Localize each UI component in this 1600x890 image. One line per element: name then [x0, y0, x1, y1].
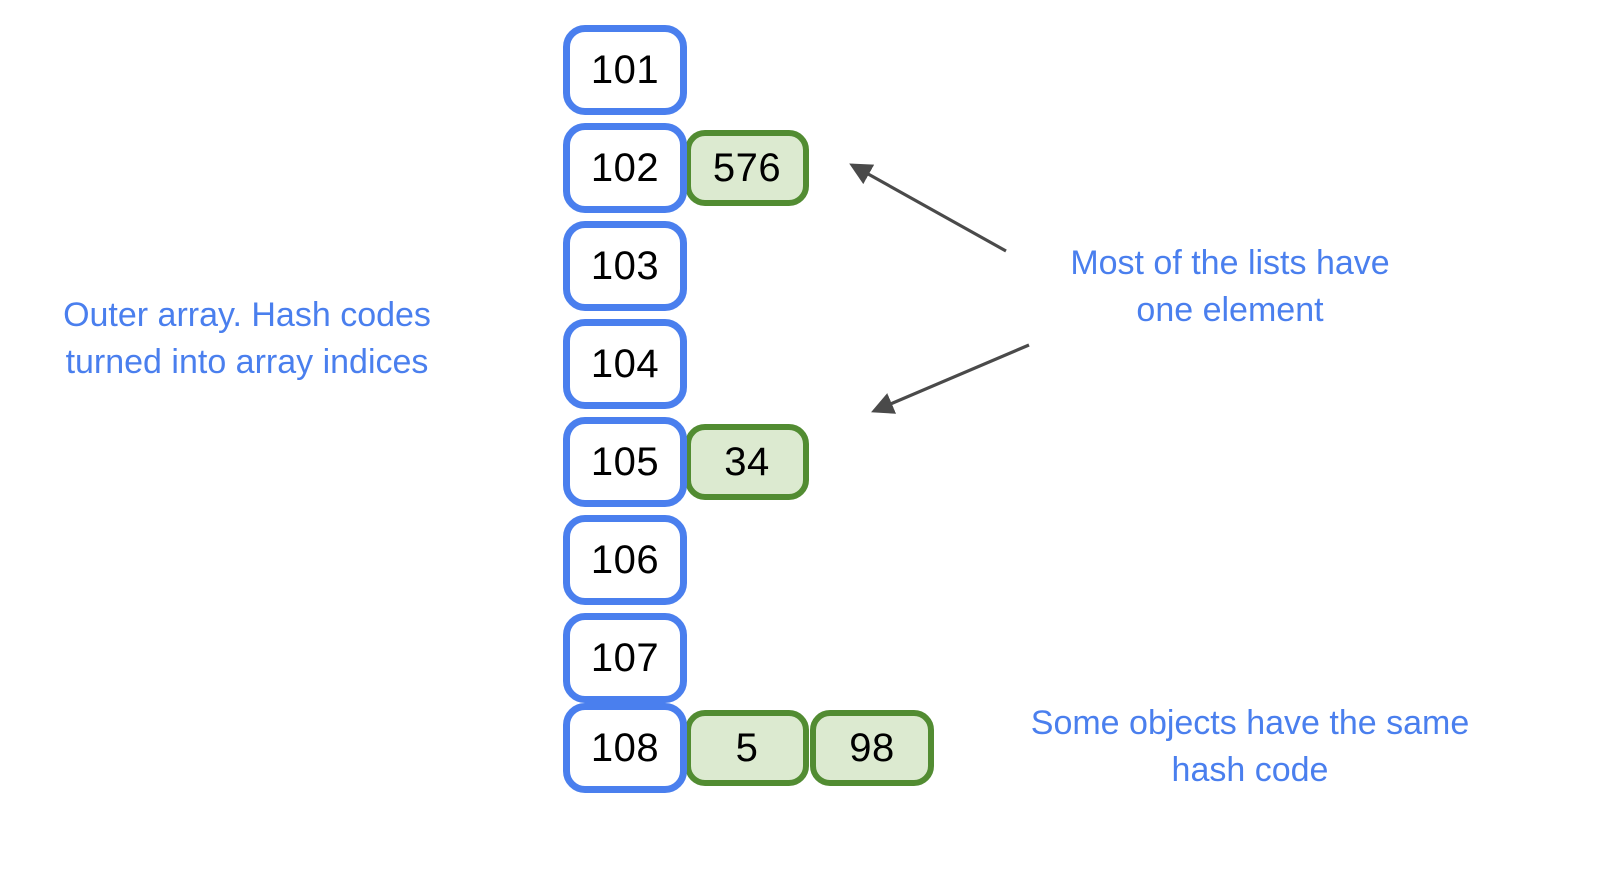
arrow-to-bucket-105-icon [871, 343, 1030, 414]
bucket-entry-label: 576 [712, 146, 782, 190]
bucket-index-label: 101 [590, 48, 660, 92]
bucket-entry-label: 5 [735, 726, 759, 770]
bucket-index-cell[interactable]: 103 [563, 221, 687, 311]
bucket-index-label: 107 [590, 636, 660, 680]
bucket-entry-label: 98 [849, 726, 895, 770]
bucket-index-cell[interactable]: 106 [563, 515, 687, 605]
bucket-index-label: 105 [590, 440, 660, 484]
bucket-index-cell[interactable]: 105 [563, 417, 687, 507]
bucket-index-cell[interactable]: 102 [563, 123, 687, 213]
bucket-index-label: 106 [590, 538, 660, 582]
bucket-entry-label: 34 [724, 440, 770, 484]
annotation-outer-array: Outer array. Hash codes turned into arra… [63, 296, 431, 381]
bucket-entry-cell[interactable]: 34 [685, 424, 809, 500]
bucket-entry-cell[interactable]: 98 [810, 710, 934, 786]
bucket-index-cell[interactable]: 107 [563, 613, 687, 703]
bucket-entry-cell[interactable]: 5 [685, 710, 809, 786]
bucket-index-cell[interactable]: 108 [563, 703, 687, 793]
annotation-same-hash: Some objects have the same hash code [1030, 704, 1470, 789]
bucket-index-label: 108 [590, 726, 660, 770]
bucket-index-label: 103 [590, 244, 660, 288]
arrow-to-bucket-102-icon [849, 163, 1007, 253]
bucket-index-cell[interactable]: 101 [563, 25, 687, 115]
bucket-index-label: 102 [590, 146, 660, 190]
annotation-most-lists: Most of the lists have one element [1070, 244, 1390, 329]
bucket-index-cell[interactable]: 104 [563, 319, 687, 409]
bucket-entry-cell[interactable]: 576 [685, 130, 809, 206]
bucket-index-label: 104 [590, 342, 660, 386]
